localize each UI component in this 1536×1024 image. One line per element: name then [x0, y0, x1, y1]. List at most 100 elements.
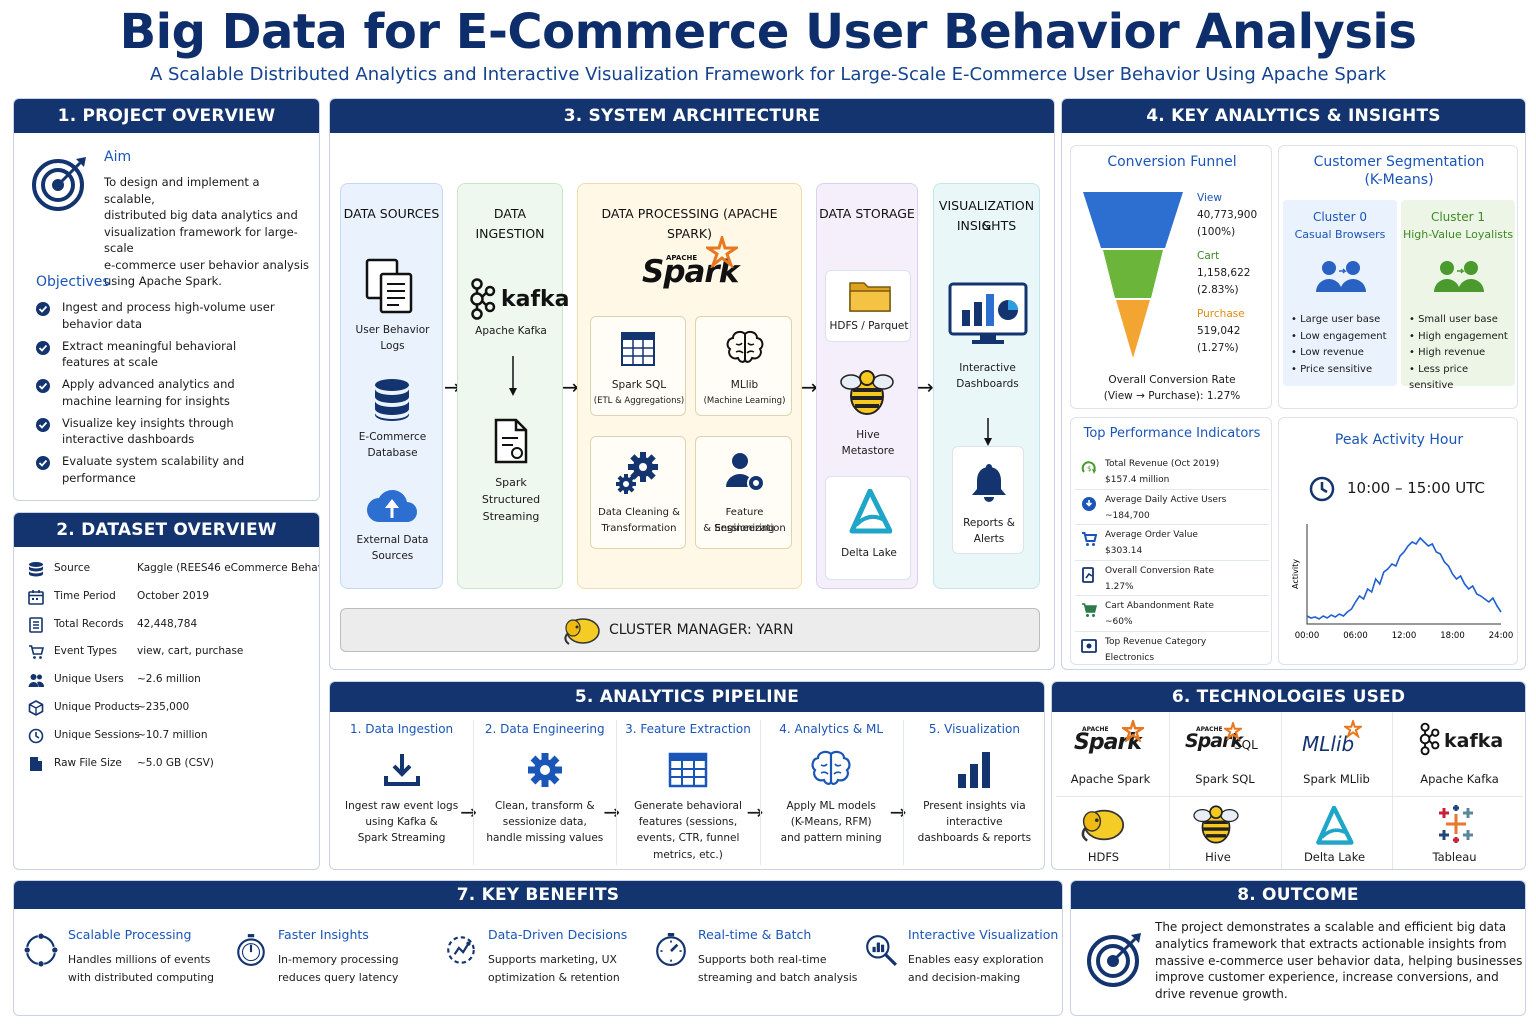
tech-kafka-logo: kafka: [1444, 730, 1504, 752]
objective-line: machine learning for insights: [62, 393, 230, 408]
cluster-trait: • High revenue: [1409, 347, 1486, 358]
objective-line: Evaluate system scalability and: [62, 454, 245, 468]
viz-label-line: Alerts: [973, 533, 1005, 545]
module-spark-sql-name: Spark SQL: [611, 379, 667, 391]
hive-label-line: Metastore: [841, 445, 895, 457]
benefit-line: Supports both real-time: [698, 953, 827, 966]
kafka-logo-icon: [468, 278, 496, 320]
source-label-line: E-Commerce: [358, 431, 427, 443]
chart-x-tick: 24:00: [1489, 631, 1514, 641]
cluster-trait: • Price sensitive: [1291, 363, 1373, 375]
tech-spark-sql-label: Spark SQL: [1195, 772, 1255, 786]
dataset-row-label: Unique Sessions: [54, 728, 140, 741]
technologies-grid: APACHE Spark Apache Spark APACHE Spark S…: [1052, 712, 1525, 869]
pipeline-step-desc: Apply ML models(K-Means, RFM)and pattern…: [760, 798, 903, 847]
pipeline-step-line: interactive: [946, 816, 1003, 829]
arrow-processing-storage: →: [801, 375, 818, 399]
funnel-stage-pct: (2.83%): [1197, 284, 1239, 296]
cluster-0-name: Cluster 0: [1312, 210, 1368, 224]
pipeline-step-line: and pattern mining: [780, 832, 882, 845]
brain-icon: [726, 330, 764, 366]
streaming-label-line: Spark: [495, 476, 527, 489]
dataset-row-value: ~10.7 million: [137, 728, 208, 741]
outcome-line: drive revenue growth.: [1155, 987, 1288, 1002]
viz-reports-label: Reports &Alerts: [953, 515, 1025, 547]
pipeline-step-line: metrics, etc.): [653, 848, 723, 861]
streaming-document-icon: [493, 418, 529, 464]
dataset-row-value: view, cart, purchase: [137, 645, 244, 658]
arrow-ingestion-processing: →: [562, 375, 579, 399]
dataset-row-label: Unique Products: [54, 700, 140, 713]
tech-tableau-label: Tableau: [1432, 850, 1477, 864]
dataset-row: Unique Products~235,000: [24, 698, 319, 726]
pipeline-step-line: features (sessions,: [638, 816, 738, 829]
pipeline-arrow: →: [746, 800, 764, 824]
viz-label-line: Dashboards: [956, 378, 1019, 390]
storage-hdfs-card: HDFS / Parquet: [825, 270, 911, 342]
aim-line: e-commerce user behavior analysis: [104, 257, 310, 272]
tech-spark-apache-small: APACHE: [1082, 726, 1109, 733]
objective-line: features at scale: [62, 355, 159, 369]
gears-icon: [615, 451, 661, 495]
pipeline-step-line: Ingest raw event logs: [344, 800, 459, 812]
kafka-label: Apache Kafka: [475, 325, 547, 337]
outcome-text: The project demonstrates a scalable and …: [1155, 919, 1525, 1003]
stopwatch-icon: [237, 934, 265, 966]
dataset-row-value: 42,448,784: [137, 617, 198, 630]
users-icon: [28, 674, 44, 688]
streaming-label-line: Structured: [481, 493, 541, 506]
dataset-row: Unique Users~2.6 million: [24, 670, 319, 698]
hive-label-line: Hive: [856, 429, 880, 441]
benefit-line: Supports marketing, UX: [488, 953, 617, 966]
benefit-line: optimization & retention: [488, 971, 620, 984]
source-label-line: Logs: [380, 340, 405, 352]
outcome-line: The project demonstrates a scalable and …: [1155, 920, 1507, 934]
cluster-trait: • Large user base: [1291, 314, 1381, 325]
benefit-title: Interactive Visualization: [908, 927, 1059, 942]
gear-icon: [527, 753, 562, 787]
module-data-cleaning: Data Cleaning & Transformation: [590, 436, 686, 549]
arrow-down-icon: [509, 356, 517, 396]
check-circle-icon: [36, 456, 50, 470]
data-sources-title: DATA SOURCES: [343, 206, 440, 221]
records-icon: [29, 616, 43, 633]
aim-line: using Apache Spark.: [104, 274, 222, 288]
bell-icon: [970, 463, 1008, 503]
kpi-card: Top Performance Indicators $Total Revenu…: [1070, 417, 1272, 665]
benefit-line: and decision-making: [908, 971, 1021, 984]
delta-lake-icon: [1314, 806, 1354, 846]
cluster-1-traits: • Small user base• High engagement• High…: [1409, 312, 1515, 395]
folder-icon: [848, 277, 892, 313]
outcome-line: improve customer experience, increase co…: [1155, 970, 1499, 985]
cluster-trait: • Low engagement: [1291, 330, 1387, 342]
benefit-title: Real-time & Batch: [698, 927, 812, 942]
target-icon: [32, 155, 88, 211]
kpi-item: Average Order Value$303.14: [1075, 525, 1269, 561]
funnel-stage-view: [1083, 192, 1183, 248]
kpi-value: $157.4 million: [1105, 475, 1170, 485]
tech-hdfs-label: HDFS: [1087, 850, 1120, 864]
dataset-overview-heading: 2. DATASET OVERVIEW: [14, 513, 319, 547]
key-benefits-heading: 7. KEY BENEFITS: [14, 881, 1062, 909]
pipeline-step-line: Generate behavioral: [634, 800, 742, 812]
outcome-panel: 8. OUTCOME The project demonstrates a sc…: [1070, 880, 1526, 1016]
outcome-heading: 8. OUTCOME: [1071, 881, 1525, 909]
pipeline-divider: [902, 720, 904, 865]
dataset-row: Raw File Size~5.0 GB (CSV): [24, 754, 319, 782]
